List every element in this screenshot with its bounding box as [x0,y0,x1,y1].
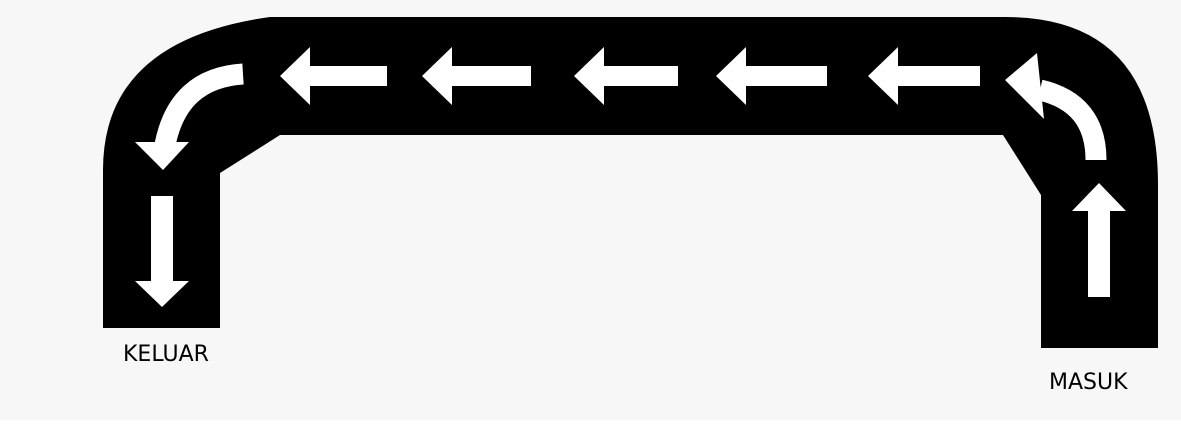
arrow-left-icon [574,47,678,105]
arrow-up-icon [1072,183,1126,297]
arrow-left-icon [716,47,827,105]
curved-arrow-down-icon [135,63,244,170]
arrow-left-icon [422,47,531,105]
entry-label: MASUK [1049,370,1128,395]
exit-label: KELUAR [123,342,209,367]
arrow-down-icon [135,196,189,307]
direction-arrows [135,47,1126,307]
curved-arrow-left-icon [1005,53,1107,161]
arrow-left-icon [868,47,980,105]
arrow-left-icon [280,47,387,105]
